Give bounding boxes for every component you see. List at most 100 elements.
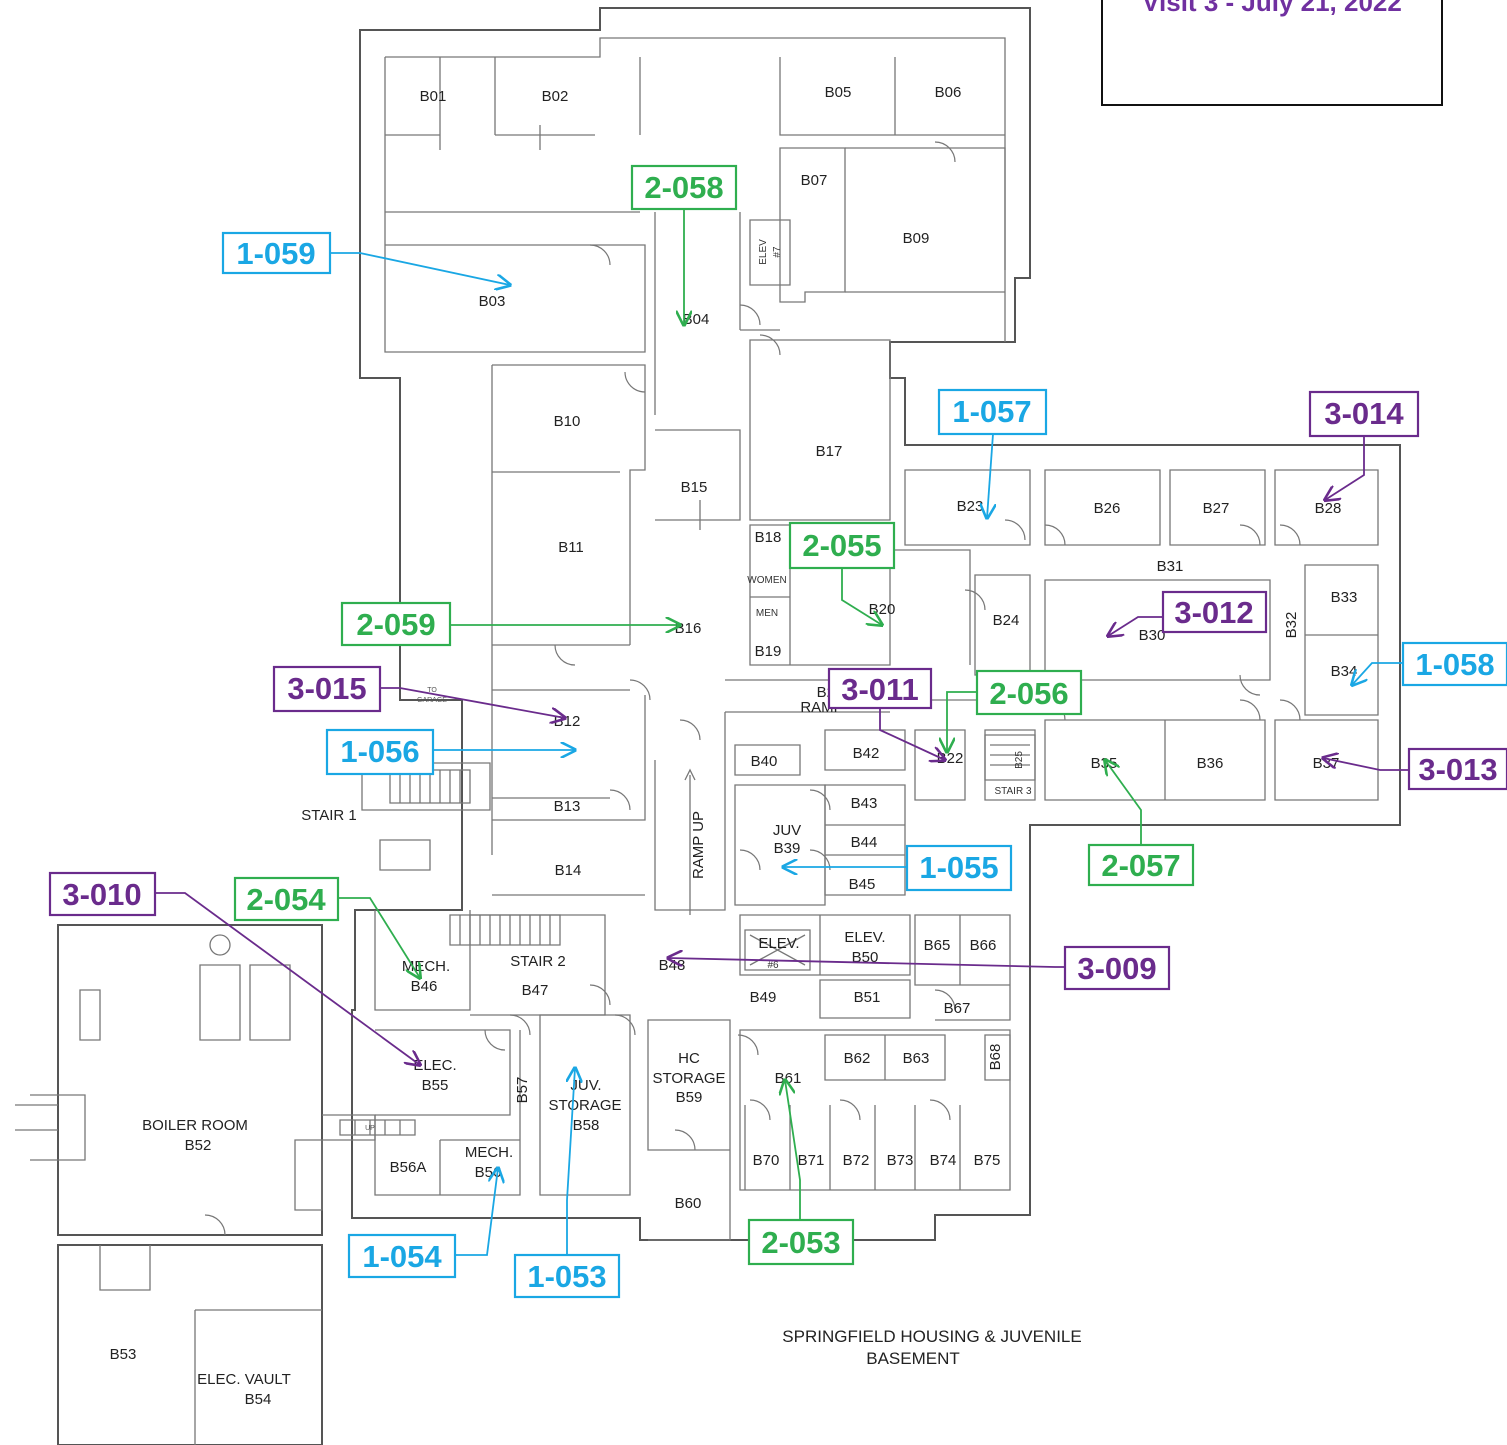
room-men: MEN: [756, 608, 778, 619]
svg-text:3-015: 3-015: [287, 671, 366, 706]
room-b66: B66: [970, 937, 997, 954]
room-b50-line1: ELEV.: [844, 929, 885, 946]
room-b28: B28: [1315, 500, 1342, 517]
room-b45: B45: [849, 876, 876, 893]
room-elev7-line2: #7: [772, 246, 783, 258]
room-b16: B16: [675, 620, 702, 637]
room-boiler-line1: BOILER ROOM: [142, 1117, 248, 1134]
svg-text:3-009: 3-009: [1077, 951, 1156, 986]
room-b71: B71: [798, 1152, 825, 1169]
callout-arrows: [155, 210, 1409, 1256]
room-b55-line1: ELEC.: [413, 1057, 456, 1074]
callout-tags: 1-059 2-058 1-057 3-014 2-055 3-012 2-05…: [48, 164, 1507, 1299]
room-b59-line1: HC: [678, 1050, 700, 1067]
room-boiler-line2: B52: [185, 1137, 212, 1154]
svg-text:1-054: 1-054: [362, 1239, 442, 1274]
svg-text:2-053: 2-053: [761, 1225, 840, 1260]
tag-2-056: 2-056: [975, 669, 1083, 716]
tag-1-054: 1-054: [347, 1233, 457, 1279]
room-b57: B57: [514, 1077, 531, 1104]
arrow-1-057: [987, 433, 993, 518]
room-b68: B68: [987, 1044, 1004, 1071]
room-stair1: STAIR 1: [301, 807, 357, 824]
arrow-2-053: [785, 1080, 801, 1220]
room-vault-line2: B54: [245, 1391, 272, 1408]
room-b74: B74: [930, 1152, 957, 1169]
tag-2-054: 2-054: [233, 876, 340, 922]
tag-2-057: 2-057: [1087, 843, 1195, 887]
room-b43: B43: [851, 795, 878, 812]
visit-info-box: Visit 3 - July 21, 2022: [1101, 0, 1443, 106]
room-stair2: STAIR 2: [510, 953, 566, 970]
room-b56a: B56A: [390, 1159, 427, 1176]
svg-text:1-055: 1-055: [919, 850, 998, 885]
room-b65: B65: [924, 937, 951, 954]
room-b44: B44: [851, 834, 878, 851]
arrow-2-056: [947, 691, 977, 752]
room-b61: B61: [775, 1070, 802, 1087]
room-b67: B67: [944, 1000, 971, 1017]
room-b26: B26: [1094, 500, 1121, 517]
svg-text:2-059: 2-059: [356, 607, 435, 642]
room-b36: B36: [1197, 755, 1224, 772]
room-b14: B14: [555, 862, 582, 879]
svg-text:3-011: 3-011: [841, 672, 919, 707]
room-b23: B23: [957, 498, 984, 515]
room-b01: B01: [420, 88, 447, 105]
room-b56-line1: MECH.: [465, 1144, 513, 1161]
room-elev6-line2: #6: [767, 960, 779, 971]
arrow-1-059: [330, 252, 510, 285]
arrow-1-053: [567, 1068, 575, 1255]
room-b07: B07: [801, 172, 828, 189]
svg-text:2-057: 2-057: [1101, 848, 1180, 883]
room-b25: B25: [1014, 751, 1025, 769]
arrow-3-010: [155, 892, 420, 1065]
tag-1-058: 1-058: [1401, 641, 1507, 687]
room-b47: B47: [522, 982, 549, 999]
arrow-1-054: [455, 1168, 498, 1256]
plan-caption-line2: BASEMENT: [866, 1349, 960, 1368]
room-b02: B02: [542, 88, 569, 105]
room-b31: B31: [1157, 558, 1184, 575]
room-stair3: STAIR 3: [994, 786, 1031, 797]
room-b39-line2: B39: [774, 840, 801, 857]
room-b73: B73: [887, 1152, 914, 1169]
room-b19: B19: [755, 643, 782, 660]
room-b30: B30: [1139, 627, 1166, 644]
arrow-3-014: [1325, 437, 1365, 500]
building-walls: [15, 7, 1401, 1445]
room-b15: B15: [681, 479, 708, 496]
room-b17: B17: [816, 443, 843, 460]
room-elev7-line1: ELEV: [758, 239, 769, 265]
room-b32: B32: [1283, 612, 1300, 639]
arrow-3-009: [668, 958, 1065, 968]
arrow-2-054: [338, 897, 420, 978]
room-b39-line1: JUV: [773, 822, 801, 839]
tag-3-009: 3-009: [1063, 945, 1171, 991]
svg-text:2-058: 2-058: [644, 170, 723, 205]
room-b46-line2: B46: [411, 978, 438, 995]
room-b49: B49: [750, 989, 777, 1006]
svg-text:2-056: 2-056: [989, 676, 1068, 711]
arrow-1-058: [1352, 662, 1403, 685]
svg-text:1-053: 1-053: [527, 1259, 606, 1294]
room-b33: B33: [1331, 589, 1358, 606]
tag-1-055: 1-055: [905, 844, 1013, 892]
svg-text:2-055: 2-055: [802, 528, 881, 563]
visit-title: Visit 3 - July 21, 2022: [1142, 0, 1402, 17]
tag-2-059: 2-059: [340, 601, 452, 647]
room-labels: B01 B02 B03 B04 B05 B06 B07 ELEV #7 B09 …: [110, 84, 1358, 1408]
tag-1-056: 1-056: [325, 728, 435, 776]
to-garage-line2: GARAGE: [417, 697, 447, 704]
room-b09: B09: [903, 230, 930, 247]
room-b51: B51: [854, 989, 881, 1006]
tag-3-011: 3-011: [827, 667, 933, 710]
tag-1-057: 1-057: [937, 388, 1048, 436]
room-b59-line2: STORAGE: [652, 1070, 725, 1087]
room-b24: B24: [993, 612, 1020, 629]
tag-2-055: 2-055: [788, 521, 896, 570]
room-b27: B27: [1203, 500, 1230, 517]
svg-text:3-014: 3-014: [1324, 396, 1404, 431]
room-b12: B12: [554, 713, 581, 730]
